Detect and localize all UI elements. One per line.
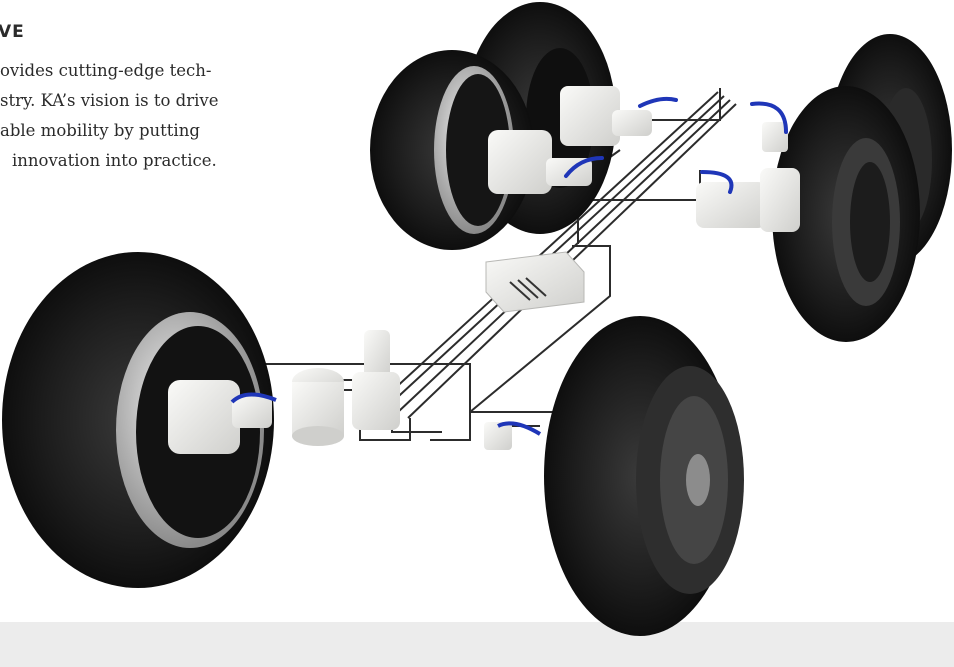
wheel-hub-icon [168, 380, 272, 454]
tire-icon [772, 34, 952, 342]
hose-icon [564, 96, 788, 194]
hose-icon [497, 421, 542, 436]
intro-line: stry. KA’s vision is to drive [0, 91, 219, 110]
control-unit-icon [485, 251, 585, 313]
section-heading: VE [0, 22, 25, 42]
tire-icon [544, 316, 744, 636]
valve-icon [352, 330, 512, 450]
air-dryer-icon [292, 368, 344, 446]
hose-icon [230, 392, 277, 404]
intro-line: innovation into practice. [12, 151, 217, 170]
bottom-band [0, 622, 954, 667]
intro-paragraph: ovides cutting-edge tech- stry. KA’s vis… [0, 56, 276, 176]
intro-line: ovides cutting-edge tech- [0, 61, 212, 80]
intro-line: able mobility by putting [0, 121, 200, 140]
